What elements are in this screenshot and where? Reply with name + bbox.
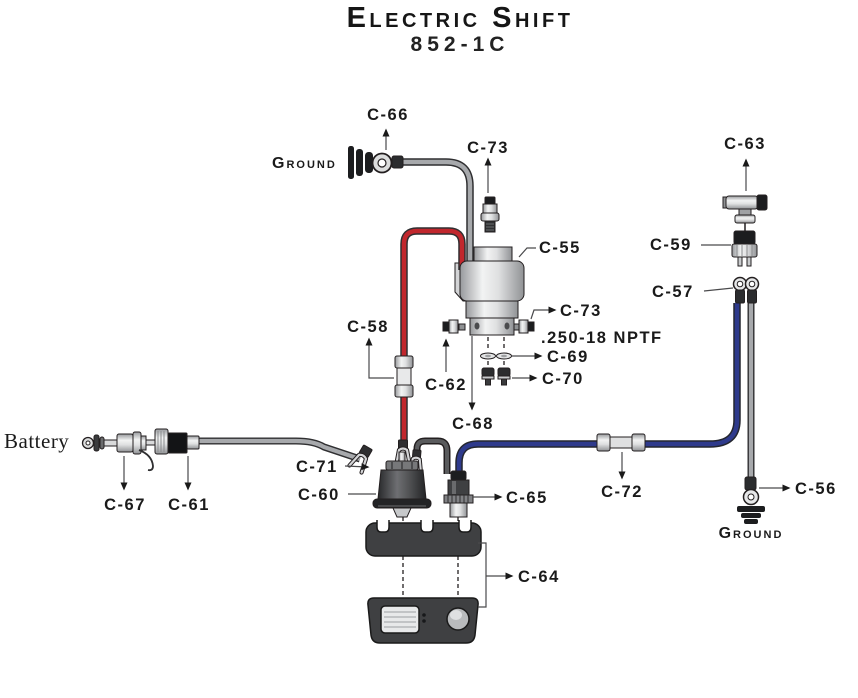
- label-c56: C-56: [795, 480, 837, 498]
- fork-terminal-red: [393, 439, 413, 469]
- components: [81, 146, 768, 644]
- label-c59: C-59: [650, 236, 692, 254]
- label-c65: C-65: [506, 489, 548, 507]
- ground-wire-top: [401, 158, 474, 270]
- callout-labels: C-66 Ground C-73 C-63 C-55 C-59 C-57 C-5…: [4, 106, 837, 586]
- leader-c58: [365, 337, 394, 379]
- fuse-c58: [394, 355, 414, 398]
- label-nptf: .250-18 NPTF: [541, 329, 663, 347]
- fork-terminal-jumper: [407, 449, 424, 476]
- label-c61: C-61: [168, 496, 210, 514]
- label-c55: C-55: [539, 239, 581, 257]
- solenoid-body: [459, 260, 525, 302]
- solenoid-c55: [442, 246, 535, 386]
- assembly-dashed-lines: [402, 517, 459, 598]
- plug-c60: [372, 451, 432, 518]
- tee-fitting-c63: [722, 194, 768, 231]
- label-ground-right: Ground: [719, 525, 784, 542]
- panel-c64-lower: [367, 597, 479, 644]
- label-c63: C-63: [724, 135, 766, 153]
- callout-leaders: [120, 128, 791, 608]
- title-block: Electric Shift 852-1C: [347, 2, 574, 56]
- screws-c70: [481, 367, 511, 386]
- label-c70: C-70: [542, 370, 584, 388]
- fuse-c72: [596, 433, 646, 452]
- label-c69: C-69: [547, 348, 589, 366]
- blue-wire: [455, 303, 741, 474]
- fitting-c73-top: [480, 196, 500, 233]
- label-c66: C-66: [367, 106, 409, 124]
- leader-c55: [518, 247, 536, 258]
- label-c73-mid: C-73: [560, 302, 602, 320]
- bracket-c64-upper: [365, 520, 482, 557]
- label-c71: C-71: [296, 458, 338, 476]
- red-wire: [400, 227, 466, 444]
- switch-c65: [443, 470, 474, 518]
- leader-c57: [703, 287, 734, 292]
- label-ground-left: Ground: [272, 155, 337, 172]
- label-c58: C-58: [347, 318, 389, 336]
- pigtail-wire: [138, 449, 154, 472]
- battery-wire: [198, 437, 362, 463]
- fuse-holder-c67: [116, 431, 147, 455]
- panel-window: [380, 605, 420, 634]
- leader-c73-mid: [530, 306, 557, 320]
- ground-terminal-right: [737, 476, 765, 524]
- diagram-title: Electric Shift: [347, 2, 574, 34]
- diagram-model-number: 852-1C: [411, 33, 510, 56]
- label-c68: C-68: [452, 415, 494, 433]
- jumper-wire: [413, 437, 451, 474]
- connector-c59: [731, 230, 758, 267]
- fitting-c73-right: [513, 319, 535, 334]
- ground-terminal-left: [348, 146, 404, 179]
- fork-terminal-battery: [347, 444, 373, 475]
- label-battery: Battery: [4, 429, 69, 453]
- label-c62: C-62: [425, 376, 467, 394]
- ring-terminals-c57: [732, 276, 760, 304]
- label-c73-top: C-73: [467, 139, 509, 157]
- battery-lead-assembly: [81, 428, 200, 472]
- label-c72: C-72: [601, 483, 643, 501]
- leader-c71: [344, 463, 370, 471]
- label-c64: C-64: [518, 568, 560, 586]
- label-c67: C-67: [104, 496, 146, 514]
- connector-c61: [145, 428, 200, 455]
- label-c60: C-60: [298, 486, 340, 504]
- wires: [198, 158, 755, 480]
- leader-c64-brace: [478, 542, 487, 608]
- label-c57: C-57: [652, 283, 694, 301]
- washers-c69: [480, 352, 512, 360]
- fitting-c62: [442, 319, 466, 334]
